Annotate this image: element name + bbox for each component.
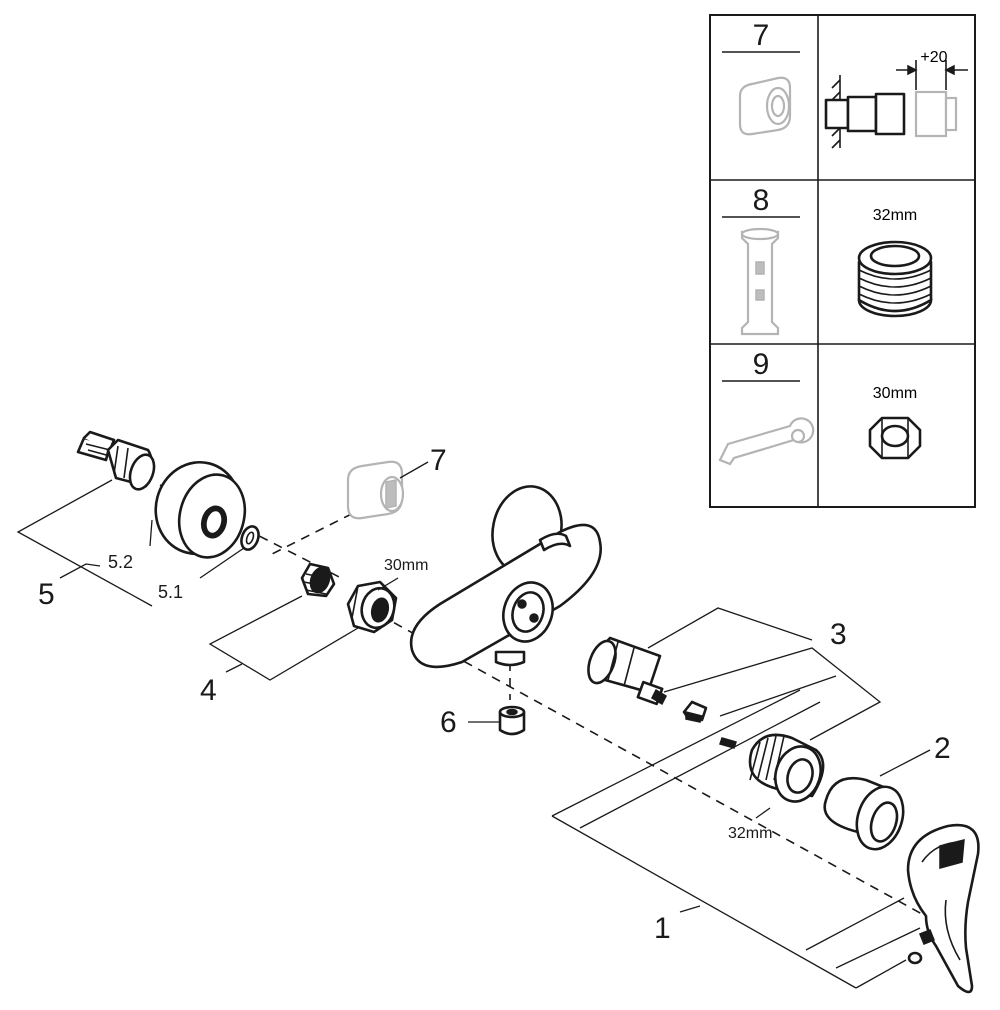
handle-grub-screw [919,929,935,945]
nut-32mm-label: 32mm [728,825,772,842]
bracket-4 [208,595,359,681]
table-row-8-size-label: 32mm [873,207,917,224]
callout-6: 6 [440,706,457,739]
callout-2: 2 [934,732,951,765]
callout-3: 3 [830,618,847,651]
bracket-5 [16,479,245,607]
table-row-8-number: 8 [753,184,770,217]
assembly-axis-right [379,614,961,936]
hex-nut-30mm [346,580,398,634]
accessory-table: 7 +20 8 32mm [709,14,976,508]
bracket-1 [551,689,921,989]
leader-nut-30mm [377,577,399,591]
callout-5-1: 5.1 [158,582,183,602]
nut-30mm-label: 30mm [384,557,428,574]
callout-4: 4 [200,674,217,707]
mixer-valve-body [409,485,602,669]
leader-nut-32mm [755,807,771,819]
connector-fitting [300,562,336,598]
extension-length-label: +20 [920,49,947,66]
cartridge-screw [719,737,737,749]
handle-cap [907,951,923,965]
bracket-3 [647,607,882,741]
callout-5-2: 5.2 [108,552,133,572]
escutcheon-sleeve [823,776,905,851]
lever-handle [906,823,980,994]
leader-2 [879,749,931,777]
callout-7: 7 [430,444,447,477]
spindle-adapter [682,700,708,723]
threaded-nut-32mm-icon [857,240,933,318]
extension-installation-detail [824,60,968,149]
callout-1: 1 [654,912,671,945]
leader-7 [399,461,429,479]
washer [240,525,260,551]
plug [498,705,526,736]
s-union-fitting [76,430,156,491]
extension-piece [346,460,405,520]
extension-piece-icon [738,76,792,136]
hex-nut-30mm-icon [868,416,922,460]
table-row-9-size-label: 30mm [873,385,917,402]
wrench-icon [718,417,815,466]
cartridge-tool-icon [740,227,780,336]
table-row-9-number: 9 [753,348,770,381]
threaded-nut-32mm [748,733,825,803]
table-row-7-number: 7 [753,19,770,52]
wall-flange [154,460,247,559]
cartridge [587,636,667,706]
callout-5: 5 [38,578,55,611]
